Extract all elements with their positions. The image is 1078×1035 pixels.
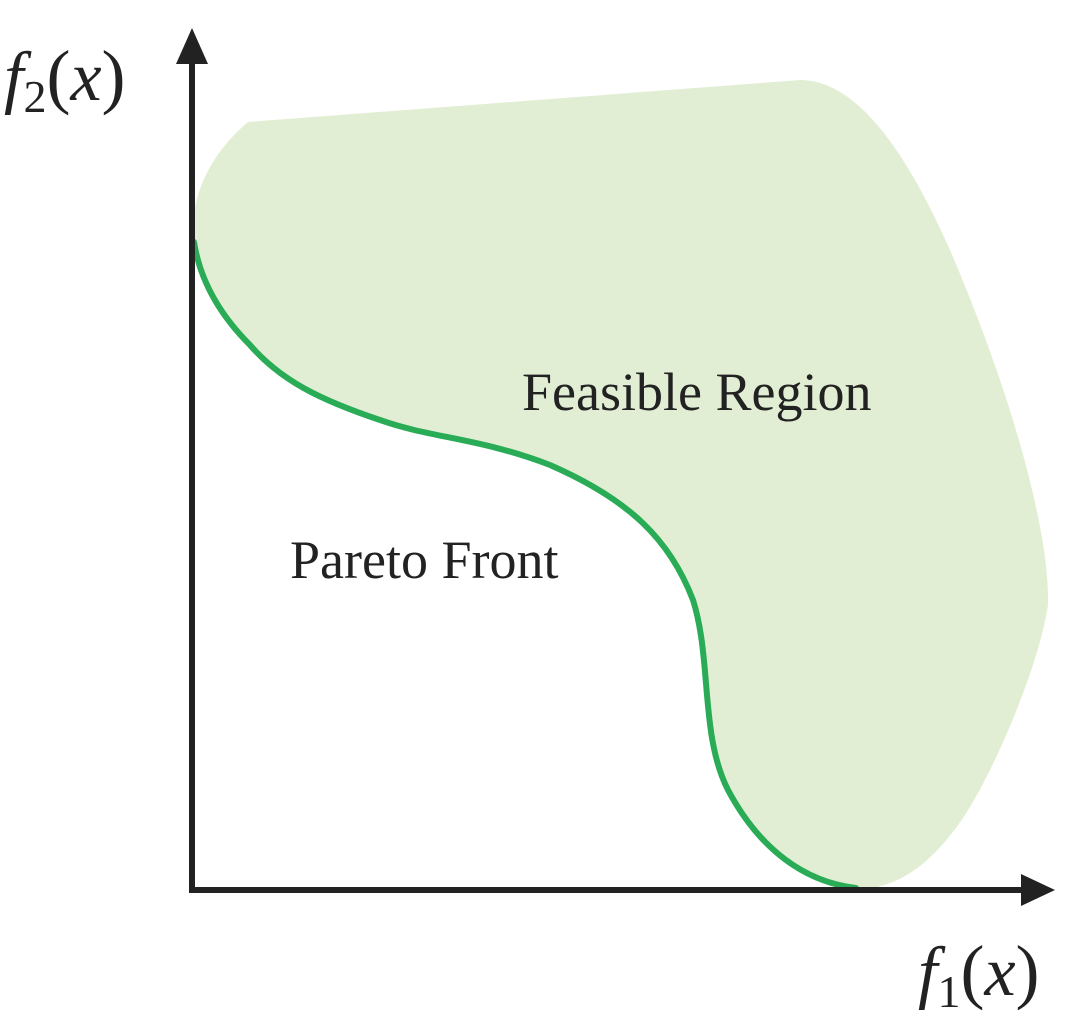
x-axis-label: f1(x) [918,931,1040,1017]
y-axis-label: f2(x) [4,36,126,122]
pareto-front-curve [191,239,859,891]
pareto-front-label: Pareto Front [290,530,558,590]
feasible-region-label: Feasible Region [522,362,871,422]
x-axis-arrowhead [1021,874,1055,906]
y-axis-arrowhead [176,28,208,64]
feasible-region [192,80,1049,890]
